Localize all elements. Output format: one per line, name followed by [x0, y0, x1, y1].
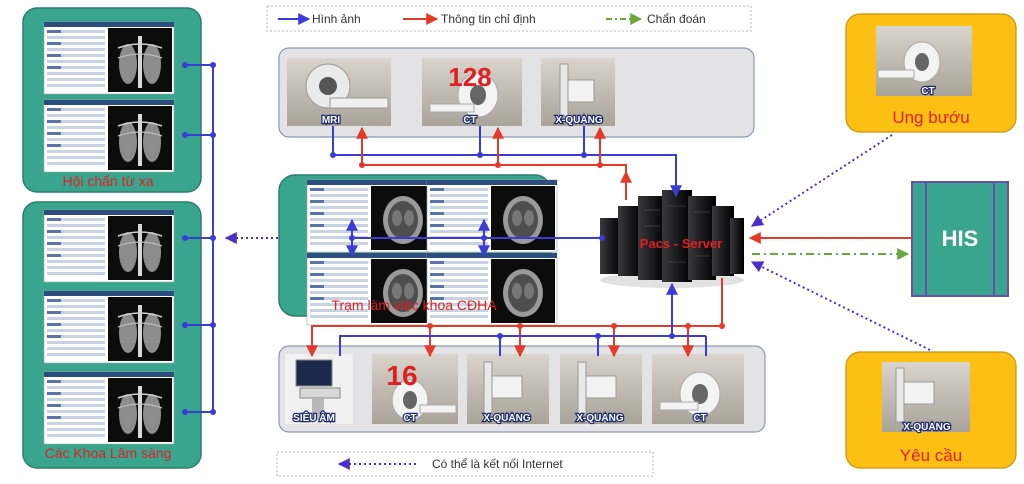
legend-order-label: Thông tin chỉ định: [441, 12, 536, 26]
teleconsult-screen-1: [44, 22, 174, 94]
device-xray-bottom-1: X-QUANG: [467, 354, 549, 425]
oncology-label: Ung bướu: [892, 108, 969, 127]
legend-diagnosis-label: Chẩn đoán: [647, 12, 706, 26]
right-connections: [748, 134, 931, 351]
workstation-group: Trạm làm việc khoa CĐHA: [278, 174, 557, 325]
device-ultrasound: SIÊU ÂM: [285, 354, 353, 425]
oncology-group: CT Ung bướu: [845, 13, 1017, 133]
legend-bottom: Có thể là kết nối Internet: [276, 451, 654, 477]
clinical-screen-2: [44, 291, 174, 363]
left-bus-nodes: [182, 62, 216, 415]
teleconsult-group: Hội chẩn từ xa: [22, 7, 202, 193]
clinical-label: Các Khoa Lâm sàng: [45, 445, 172, 461]
device-ultrasound-label: SIÊU ÂM: [293, 411, 335, 424]
his-system: HIS: [911, 181, 1009, 297]
workstation-4: [427, 253, 557, 325]
device-ct-16-label: CT: [403, 413, 416, 424]
workstation-group-label: Trạm làm việc khoa CĐHA: [331, 297, 497, 313]
bottom-network-nodes: [427, 323, 725, 339]
clinical-screen-3: [44, 372, 174, 444]
his-label: HIS: [942, 226, 979, 251]
device-mri-label: MRI: [322, 115, 341, 126]
top-network-lines: [332, 126, 682, 200]
device-ct-128-badge: 128: [448, 62, 491, 92]
device-ct-128-label: CT: [463, 115, 476, 126]
request-group: X-QUANG Yêu cầu: [845, 351, 1017, 469]
device-ct-bottom: CT: [652, 354, 744, 425]
workstation-nodes: [349, 235, 605, 241]
device-ct-128: 128 CT: [422, 58, 522, 127]
oncology-device-label: CT: [921, 86, 934, 97]
device-xray-bottom-2-label: X-QUANG: [576, 413, 623, 424]
workstation-3: [307, 253, 437, 325]
device-xray-top: X-QUANG: [541, 58, 615, 127]
workstation-2: [427, 180, 557, 252]
device-xray-bottom-2: X-QUANG: [560, 354, 642, 425]
device-xray-bottom-1-label: X-QUANG: [483, 413, 530, 424]
top-network-nodes: [330, 152, 603, 168]
device-mri: MRI: [287, 58, 391, 127]
clinical-screen-1: [44, 210, 174, 282]
device-ct-16: 16 CT: [372, 354, 458, 425]
workstation-1: [307, 180, 437, 252]
request-device-label: X-QUANG: [903, 422, 950, 433]
top-devices-panel: MRI 128 CT X-QUANG: [278, 47, 755, 138]
pacs-server: Pacs - Server: [600, 190, 744, 288]
device-ct-16-badge: 16: [386, 360, 417, 391]
request-label: Yêu cầu: [900, 446, 962, 465]
device-ct-bottom-label: CT: [693, 413, 706, 424]
legend-image-label: Hình ảnh: [312, 12, 361, 26]
pacs-server-label: Pacs - Server: [640, 236, 722, 251]
teleconsult-screen-2: [44, 100, 174, 172]
legend-internet-label: Có thể là kết nối Internet: [432, 457, 563, 471]
teleconsult-label: Hội chẩn từ xa: [62, 173, 153, 189]
bottom-devices-panel: SIÊU ÂM 16 CT X-QUANG X-QUANG CT: [278, 345, 766, 433]
device-xray-top-label: X-QUANG: [555, 115, 602, 126]
legend-top: Hình ảnh Thông tin chỉ định Chẩn đoán: [266, 5, 752, 32]
clinical-group: Các Khoa Lâm sàng: [22, 201, 202, 469]
